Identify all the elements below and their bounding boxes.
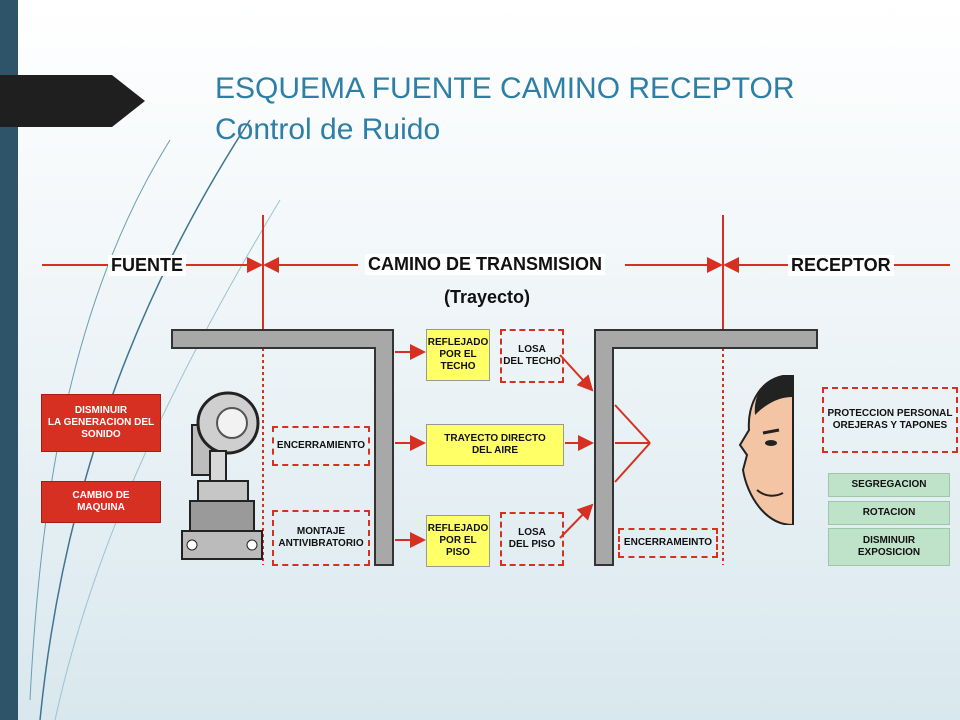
left-accent-bar	[0, 0, 18, 720]
control-antivibration-mount: MONTAJE ANTIVIBRATORIO	[272, 510, 370, 566]
control-label: DISMINUIR EXPOSICION	[857, 535, 921, 558]
control-floor-slab: LOSA DEL PISO	[500, 512, 564, 566]
control-segregation: SEGREGACION	[828, 473, 950, 497]
control-personal-protection: PROTECCION PERSONAL OREJERAS Y TAPONES	[822, 387, 958, 453]
reflected-floor-box: REFLEJADO POR EL PISO	[426, 515, 490, 567]
header-path: CAMINO DE TRANSMISION	[365, 254, 605, 275]
page-subtitle: Control de Ruido	[215, 113, 441, 146]
header-path-sub: (Trayecto)	[444, 287, 531, 307]
control-label: CAMBIO DE MAQUINA	[72, 490, 130, 513]
machine-illustration	[181, 391, 263, 560]
control-label: ROTACION	[862, 507, 916, 518]
control-label: MONTAJE ANTIVIBRATORIO	[278, 526, 364, 549]
box-label: TRAYECTO DIRECTO DEL AIRE	[444, 433, 546, 456]
box-label: REFLEJADO POR EL PISO	[427, 523, 489, 558]
control-ceiling-slab: LOSA DEL TECHO	[500, 329, 564, 383]
control-label: PROTECCION PERSONAL OREJERAS Y TAPONES	[827, 408, 953, 431]
title-tab-shape	[0, 75, 145, 127]
control-receiver-enclosure: ENCERRAMEINTO	[618, 528, 718, 558]
control-enclosure: ENCERRAMIENTO	[272, 426, 370, 466]
direct-air-path-box: TRAYECTO DIRECTO DEL AIRE	[426, 424, 564, 466]
control-label: LOSA DEL PISO	[508, 527, 556, 550]
control-reduce-exposure: DISMINUIR EXPOSICION	[828, 528, 950, 566]
control-label: ENCERRAMIENTO	[276, 440, 366, 451]
control-reduce-generation: DISMINUIR LA GENERACION DEL SONIDO	[41, 394, 161, 452]
control-label: ENCERRAMEINTO	[623, 537, 713, 548]
control-label: DISMINUIR LA GENERACION DEL SONIDO	[47, 405, 155, 440]
reflected-ceiling-box: REFLEJADO POR EL TECHO	[426, 329, 490, 381]
control-label: LOSA DEL TECHO	[503, 344, 561, 367]
control-label: SEGREGACION	[851, 479, 927, 490]
box-label: REFLEJADO POR EL TECHO	[427, 337, 489, 372]
control-rotation: ROTACION	[828, 501, 950, 525]
control-change-machine: CAMBIO DE MAQUINA	[41, 481, 161, 523]
page-title: ESQUEMA FUENTE CAMINO RECEPTOR	[215, 72, 795, 105]
header-receiver: RECEPTOR	[788, 255, 894, 276]
header-source: FUENTE	[108, 255, 186, 276]
face-illustration	[738, 375, 794, 525]
